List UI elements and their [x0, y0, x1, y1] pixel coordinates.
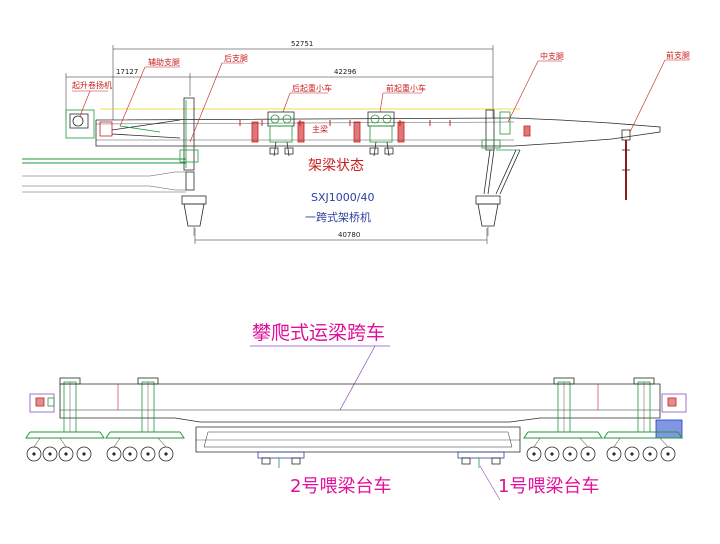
label-front-trolley: 前起重小车: [386, 84, 426, 93]
lower-beam: [22, 158, 186, 164]
dim-bottom: 40780: [338, 231, 361, 239]
right-end-machinery: [655, 393, 687, 439]
feeding-car-2-label: 2号喂梁台车: [290, 476, 392, 497]
left-portal-frame-2: [137, 377, 159, 433]
bridge-erector-elevation: [22, 45, 690, 244]
rear-lifting-trolley: [251, 111, 305, 157]
lift-winch-assembly: [65, 109, 181, 139]
feeding-car-2: [257, 451, 305, 468]
left-end-machinery: [29, 393, 55, 413]
label-aux-leg: 辅助支腿: [148, 58, 180, 67]
label-main-girder: 主梁: [312, 125, 328, 134]
label-rear-leg: 后支腿: [224, 54, 248, 63]
carried-girder: [59, 383, 661, 423]
type-label: 一跨式架桥机: [305, 211, 371, 224]
feeding-girder: [195, 426, 521, 453]
left-bogie-beams: [25, 431, 185, 439]
wheel-struts: [33, 437, 669, 448]
dim-total: 52751: [291, 40, 314, 48]
left-pier: [181, 195, 207, 236]
rear-leg: [179, 97, 199, 191]
label-lift-winch: 起升卷扬机: [72, 81, 112, 90]
dim-left: 17127: [116, 68, 139, 76]
feeding-car-1-label: 1号喂梁台车: [498, 476, 600, 497]
state-label: 架梁状态: [308, 158, 364, 174]
label-rear-trolley: 后起重小车: [292, 84, 332, 93]
dimension-lines: [65, 45, 494, 244]
label-leaders: [72, 59, 690, 143]
beam-carrier-elevation: [25, 345, 687, 501]
title-leader: [250, 345, 390, 411]
wheels-right: [526, 446, 676, 462]
right-pier: [475, 195, 501, 236]
feeding-car-1: [457, 451, 505, 468]
left-portal-frame-1: [59, 377, 81, 433]
model-label: SXJ1000/40: [311, 191, 375, 204]
right-portal-frame-2: [633, 377, 655, 433]
right-bogie-beams: [523, 431, 683, 439]
label-middle-leg: 中支腿: [540, 52, 564, 61]
front-leg: [621, 129, 631, 200]
middle-leg: [481, 109, 531, 195]
front-lifting-trolley: [353, 111, 405, 157]
right-portal-frame-1: [553, 377, 575, 433]
carrier-title: 攀爬式运梁跨车: [252, 322, 386, 344]
lower-beam-outline: [22, 171, 186, 193]
dim-mid: 42296: [334, 68, 357, 76]
car-leaders: [479, 465, 501, 501]
wheel-hubs: [32, 452, 670, 456]
main-girder: [95, 117, 661, 147]
label-front-leg: 前支腿: [666, 51, 690, 60]
